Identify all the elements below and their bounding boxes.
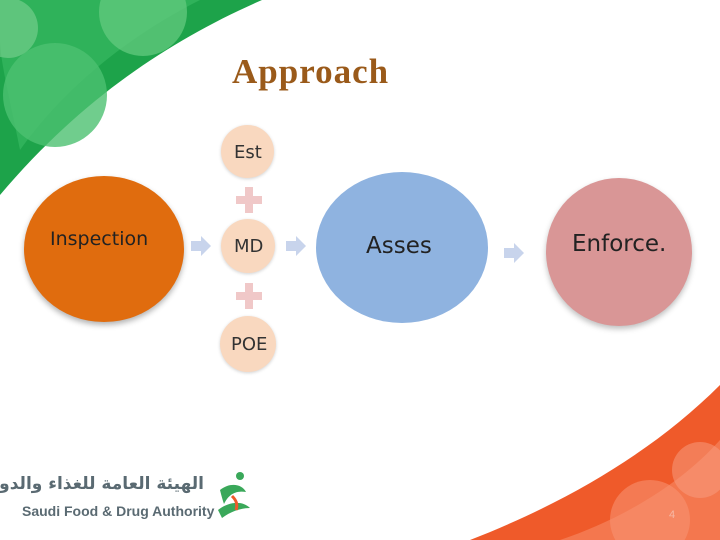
arrow-right-icon bbox=[286, 236, 306, 256]
assess-label: Asses bbox=[366, 233, 432, 259]
inspection-label: Inspection bbox=[50, 228, 149, 250]
assess-circle bbox=[316, 172, 488, 323]
inspection-circle bbox=[24, 176, 184, 322]
page-number: 4 bbox=[669, 509, 676, 521]
plus-icon bbox=[236, 187, 262, 213]
enforce-circle bbox=[546, 178, 692, 326]
orange-bubble-small bbox=[672, 442, 720, 498]
orange-bubble bbox=[610, 480, 690, 540]
arrow-right-icon bbox=[191, 236, 211, 256]
sfda-logo-icon bbox=[218, 472, 250, 518]
enforce-label: Enforce. bbox=[572, 231, 667, 257]
est-label: Est bbox=[234, 142, 262, 163]
md-label: MD bbox=[234, 236, 264, 257]
est-circle bbox=[221, 125, 274, 178]
plus-icon bbox=[236, 283, 262, 309]
logo-arabic-text: الهيئة العامة للغذاء والدواء bbox=[0, 474, 204, 494]
green-bubble-large bbox=[3, 43, 107, 147]
poe-label: POE bbox=[231, 334, 268, 355]
md-circle bbox=[221, 219, 275, 273]
slide-title: Approach bbox=[232, 52, 390, 91]
logo-english-text: Saudi Food & Drug Authority bbox=[22, 503, 215, 519]
arrow-right-icon bbox=[504, 243, 524, 263]
green-bubble-corner bbox=[0, 0, 38, 58]
green-bubble-top bbox=[99, 0, 187, 56]
poe-circle bbox=[220, 316, 276, 372]
